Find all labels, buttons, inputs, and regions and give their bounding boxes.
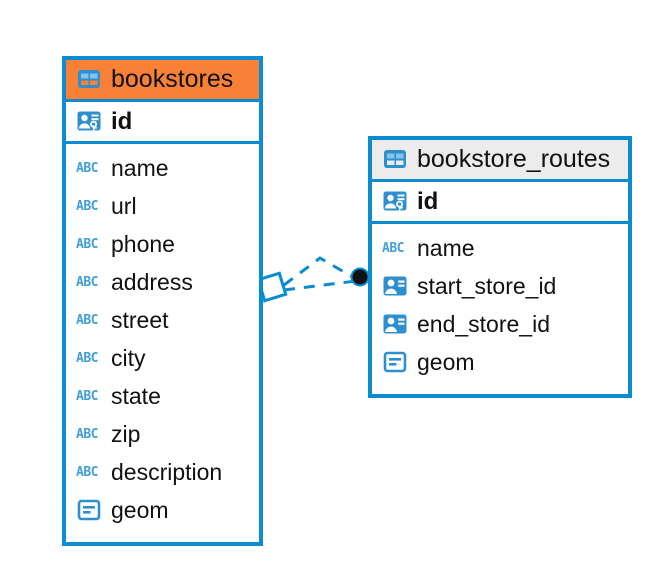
field-row[interactable]: ABC url (66, 187, 259, 225)
field-row[interactable]: geom (66, 491, 259, 529)
filled-circle-marker (350, 267, 370, 287)
table-icon (76, 66, 102, 92)
field-row[interactable]: ABC city (66, 339, 259, 377)
entity-header-bookstore-routes[interactable]: bookstore_routes (372, 140, 628, 183)
primary-key-row[interactable]: id (372, 182, 628, 225)
entity-header-bookstores[interactable]: bookstores (66, 60, 259, 103)
entity-title: bookstore_routes (417, 145, 611, 173)
primary-key-row[interactable]: id (66, 102, 259, 145)
field-label: url (111, 193, 137, 220)
abc-text-icon: ABC (76, 388, 98, 404)
abc-text-icon: ABC (76, 426, 98, 442)
relationship-line-lower (283, 279, 357, 292)
field-label: zip (111, 421, 141, 448)
field-label: phone (111, 231, 175, 258)
abc-text-icon: ABC (76, 312, 98, 328)
field-row[interactable]: ABC name (66, 149, 259, 187)
field-label: address (111, 269, 193, 296)
primary-key-label: id (417, 187, 439, 215)
field-row[interactable]: ABC state (66, 377, 259, 415)
field-row[interactable]: geom (372, 343, 628, 381)
entity-title: bookstores (111, 65, 234, 93)
primary-key-icon (76, 108, 102, 134)
field-row[interactable]: ABC street (66, 301, 259, 339)
field-label: street (111, 307, 169, 334)
abc-text-icon: ABC (76, 236, 98, 252)
field-row[interactable]: start_store_id (372, 267, 628, 305)
field-label: state (111, 383, 161, 410)
table-icon (382, 146, 408, 172)
field-row[interactable]: ABC address (66, 263, 259, 301)
field-list-bookstore-routes: ABC name start_store_id (372, 224, 628, 385)
entity-bookstores[interactable]: bookstores id ABC (62, 56, 263, 546)
entity-bookstore-routes[interactable]: bookstore_routes id (368, 136, 632, 398)
field-label: start_store_id (417, 273, 557, 300)
field-label: description (111, 459, 223, 486)
abc-text-icon: ABC (76, 464, 98, 480)
field-label: geom (417, 349, 475, 376)
field-row[interactable]: ABC description (66, 453, 259, 491)
foreign-key-icon (382, 311, 408, 337)
field-label: name (111, 155, 169, 182)
field-row[interactable]: ABC zip (66, 415, 259, 453)
abc-text-icon: ABC (76, 160, 98, 176)
field-row[interactable]: end_store_id (372, 305, 628, 343)
field-label: city (111, 345, 146, 372)
foreign-key-icon (382, 273, 408, 299)
relationship-line-upper (283, 256, 357, 287)
field-list-bookstores: ABC name ABC url ABC phone AB (66, 144, 259, 533)
field-row[interactable]: ABC name (372, 229, 628, 267)
abc-text-icon: ABC (76, 350, 98, 366)
geometry-icon (382, 349, 408, 375)
abc-text-icon: ABC (76, 274, 98, 290)
abc-text-icon: ABC (76, 198, 98, 214)
field-label: geom (111, 497, 169, 524)
geometry-icon (76, 497, 102, 523)
field-row[interactable]: ABC phone (66, 225, 259, 263)
field-label: end_store_id (417, 311, 550, 338)
primary-key-icon (382, 188, 408, 214)
primary-key-label: id (111, 107, 133, 135)
field-label: name (417, 235, 475, 262)
abc-text-icon: ABC (382, 240, 404, 256)
